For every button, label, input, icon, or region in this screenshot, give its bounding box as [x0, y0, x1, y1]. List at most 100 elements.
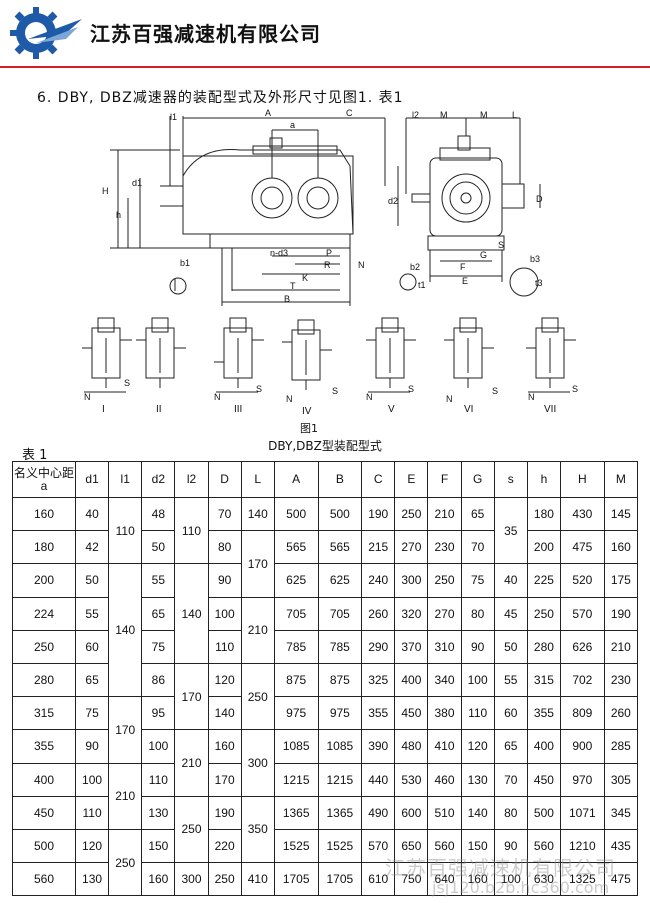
- table-cell: 95: [141, 696, 176, 731]
- table-cell: 300: [240, 729, 275, 797]
- table-cell: 210: [427, 496, 462, 532]
- table-cell: 975: [317, 696, 363, 731]
- table-cell: 1325: [560, 862, 605, 897]
- table-cell: 250: [207, 862, 242, 897]
- table-cell: 200: [12, 563, 76, 598]
- table-cell: 260: [603, 696, 639, 731]
- table-cell: 170: [174, 662, 209, 731]
- table-cell: 120: [74, 828, 110, 864]
- table-cell: 140: [240, 496, 275, 532]
- table-cell: 110: [460, 696, 495, 731]
- dim-label-A: A: [265, 108, 271, 118]
- table-cell: 475: [560, 530, 605, 565]
- table-cell: 75: [141, 629, 176, 664]
- column-header: 名义中心距 a: [12, 461, 76, 498]
- front-view-drawing: [110, 116, 386, 306]
- table-cell: 350: [240, 795, 275, 864]
- table-cell: 490: [361, 795, 396, 830]
- table-cell: 230: [603, 662, 639, 698]
- table-cell: 390: [361, 729, 396, 764]
- table-cell: 560: [12, 862, 76, 897]
- table-cell: 90: [74, 729, 110, 764]
- column-header: l2: [174, 461, 209, 498]
- column-header: F: [427, 461, 462, 498]
- table-cell: 210: [174, 729, 209, 797]
- dim-label-C: C: [346, 108, 353, 118]
- table-cell: 340: [427, 662, 462, 698]
- table-cell: 190: [361, 496, 396, 532]
- variant-label: III: [234, 404, 242, 415]
- table-cell: 55: [493, 662, 528, 698]
- variant-S-label: S: [492, 386, 498, 396]
- table-cell: 170: [240, 530, 275, 598]
- table-cell: 560: [526, 828, 562, 864]
- variant-S-label: S: [124, 378, 130, 388]
- table-cell: 145: [603, 496, 639, 532]
- table-cell: 500: [526, 795, 562, 830]
- table-cell: 380: [427, 696, 462, 731]
- table-cell: 565: [317, 530, 363, 565]
- table-cell: 400: [526, 729, 562, 764]
- table-cell: 900: [560, 729, 605, 764]
- dim-label-M2: M: [480, 110, 488, 120]
- company-name: 江苏百强减速机有限公司: [90, 22, 321, 46]
- table-cell: 625: [317, 563, 363, 598]
- column-header: M: [603, 461, 639, 498]
- table-cell: 130: [141, 795, 176, 830]
- table-cell: 450: [12, 795, 76, 830]
- table-cell: 370: [394, 629, 429, 664]
- table-cell: 355: [526, 696, 562, 731]
- column-header: s: [493, 461, 528, 498]
- table-cell: 560: [427, 828, 462, 864]
- dim-label-t1: t1: [418, 280, 426, 290]
- table-cell: 180: [12, 530, 76, 565]
- table-cell: 75: [74, 696, 110, 731]
- table-cell: 290: [361, 629, 396, 664]
- table-cell: 35: [493, 496, 528, 565]
- figure-caption: DBY,DBZ型装配型式: [268, 439, 382, 453]
- table-cell: 160: [12, 496, 76, 532]
- table-cell: 480: [394, 729, 429, 764]
- table-cell: 250: [427, 563, 462, 598]
- table-cell: 150: [141, 828, 176, 864]
- table-cell: 80: [460, 596, 495, 631]
- table-cell: 60: [493, 696, 528, 731]
- table-cell: 110: [74, 795, 110, 830]
- table-cell: 520: [560, 563, 605, 598]
- table-cell: 300: [394, 563, 429, 598]
- dim-label-N: N: [358, 260, 365, 270]
- table-cell: 200: [526, 530, 562, 565]
- dim-label-l1: l1: [170, 112, 177, 122]
- variant-S-label: S: [332, 386, 338, 396]
- dim-label-P: P: [326, 248, 332, 258]
- dim-label-B: B: [284, 294, 290, 304]
- dim-label-n-d3: n-d3: [270, 248, 288, 258]
- dim-label-b2: b2: [410, 262, 420, 272]
- table-cell: 475: [603, 862, 639, 897]
- table-cell: 875: [317, 662, 363, 698]
- table-cell: 300: [174, 862, 209, 897]
- side-view-drawing: [397, 117, 541, 297]
- header-divider: [0, 66, 650, 68]
- table-cell: 180: [526, 496, 562, 532]
- table-cell: 315: [526, 662, 562, 698]
- variant-label: VII: [544, 404, 556, 415]
- company-logo: [10, 7, 82, 59]
- table-cell: 1525: [273, 828, 319, 864]
- table-cell: 640: [427, 862, 462, 897]
- table-cell: 975: [273, 696, 319, 731]
- column-header: L: [240, 461, 275, 498]
- table-cell: 90: [493, 828, 528, 864]
- table-cell: 355: [361, 696, 396, 731]
- table-cell: 50: [141, 530, 176, 565]
- variant-S-label: S: [256, 384, 262, 394]
- dim-label-t3: t3: [535, 278, 543, 288]
- table-cell: 430: [560, 496, 605, 532]
- table-cell: 250: [174, 795, 209, 864]
- table-cell: 110: [174, 496, 209, 565]
- variant-N-label: N: [446, 394, 453, 404]
